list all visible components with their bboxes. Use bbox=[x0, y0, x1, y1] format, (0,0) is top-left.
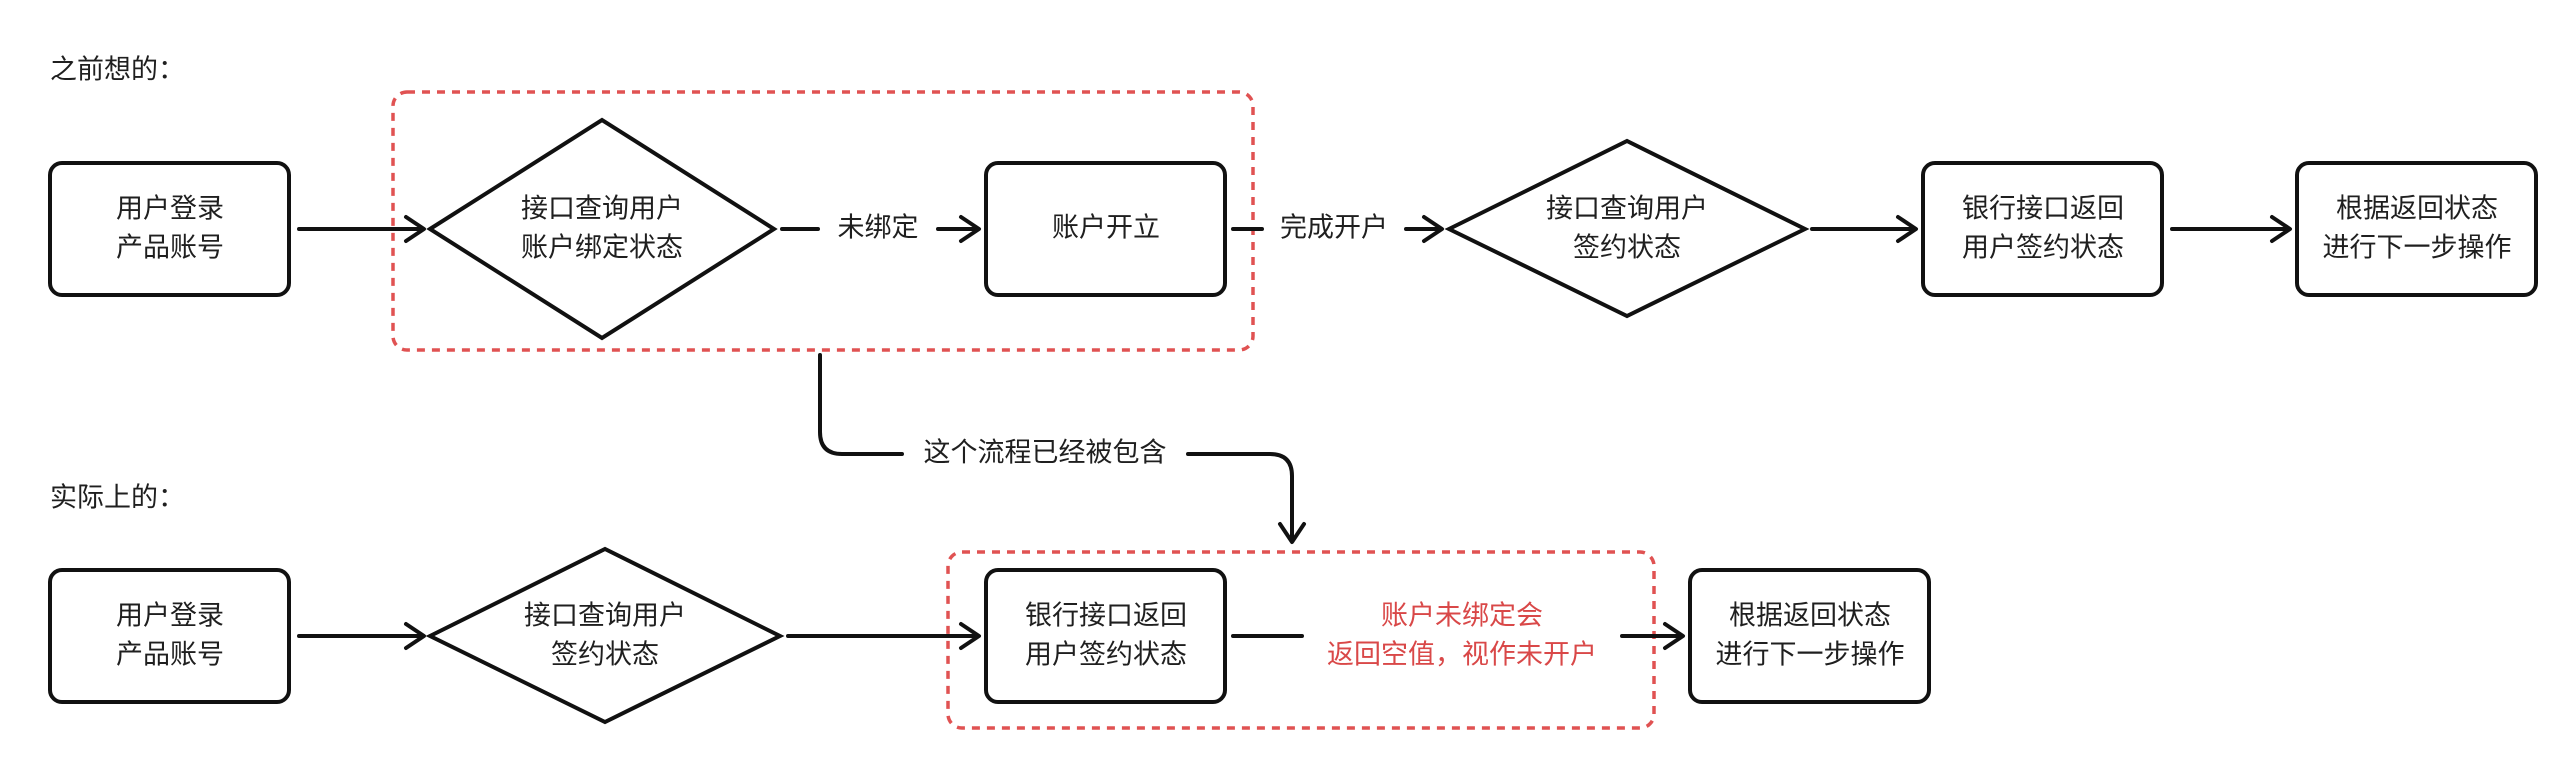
transition-connector-right bbox=[1186, 452, 1294, 539]
before-open-account-node-box bbox=[984, 161, 1227, 297]
actual-bank-return-line-1: 银行接口返回 bbox=[1025, 601, 1187, 632]
transition-note-label: 这个流程已经被包含 bbox=[924, 438, 1167, 469]
before-bank-return-line-2: 用户签约状态 bbox=[1962, 233, 2124, 264]
actual-arrowhead-query bbox=[404, 622, 426, 650]
before-query-bind-line-2: 账户绑定状态 bbox=[521, 233, 683, 264]
before-edge-label-opened: 完成开户 bbox=[1280, 213, 1388, 244]
before-next-step-line-1: 根据返回状态 bbox=[2336, 194, 2498, 225]
actual-login-node-box bbox=[48, 568, 291, 704]
actual-query-sign-decision-shape bbox=[425, 546, 785, 725]
before-arrowhead-open bbox=[959, 215, 981, 243]
before-query-sign-line-1: 接口查询用户 bbox=[1546, 194, 1708, 225]
actual-next-step-line-2: 进行下一步操作 bbox=[1716, 640, 1905, 671]
before-login-node-line-1: 用户登录 bbox=[116, 194, 224, 225]
section-title-before: 之前想的： bbox=[50, 55, 185, 86]
actual-next-step-line-1: 根据返回状态 bbox=[1729, 601, 1891, 632]
actual-bank-return-line-2: 用户签约状态 bbox=[1025, 640, 1187, 671]
actual-login-node-line-2: 产品账号 bbox=[116, 640, 224, 671]
before-query-sign-line-2: 签约状态 bbox=[1573, 233, 1681, 264]
before-open-account-label: 账户开立 bbox=[1052, 213, 1160, 244]
before-arrowhead-query-sign bbox=[1422, 215, 1444, 243]
transition-arrowhead bbox=[1278, 522, 1306, 544]
before-bank-return-node-box bbox=[1921, 161, 2164, 297]
before-edge-label-unbound: 未绑定 bbox=[838, 213, 919, 244]
before-query-bind-line-1: 接口查询用户 bbox=[521, 194, 683, 225]
before-contained-group-box bbox=[391, 90, 1255, 352]
before-query-sign-decision-shape bbox=[1444, 138, 1810, 319]
actual-query-sign-line-1: 接口查询用户 bbox=[524, 601, 686, 632]
actual-note-line-2: 返回空值，视作未开户 bbox=[1327, 640, 1597, 671]
before-next-step-line-2: 进行下一步操作 bbox=[2323, 233, 2512, 264]
before-login-node-box bbox=[48, 161, 291, 297]
before-arrowhead-next-step bbox=[2270, 215, 2292, 243]
before-bank-return-line-1: 银行接口返回 bbox=[1962, 194, 2124, 225]
actual-arrowhead-next-step bbox=[1663, 622, 1685, 650]
before-query-bind-decision-shape bbox=[426, 117, 778, 341]
transition-connector-left bbox=[818, 353, 904, 456]
section-title-actual: 实际上的： bbox=[50, 483, 185, 514]
actual-login-node-line-1: 用户登录 bbox=[116, 601, 224, 632]
before-login-node-line-2: 产品账号 bbox=[116, 233, 224, 264]
before-arrowhead-bank-return bbox=[1896, 215, 1918, 243]
actual-query-sign-line-2: 签约状态 bbox=[551, 640, 659, 671]
actual-note-line-1: 账户未绑定会 bbox=[1381, 601, 1543, 632]
before-arrowhead-query bbox=[404, 215, 426, 243]
before-next-step-node-box bbox=[2295, 161, 2538, 297]
actual-arrowhead-bank-return bbox=[959, 622, 981, 650]
actual-next-step-node-box bbox=[1688, 568, 1931, 704]
actual-bank-return-node-box bbox=[984, 568, 1227, 704]
